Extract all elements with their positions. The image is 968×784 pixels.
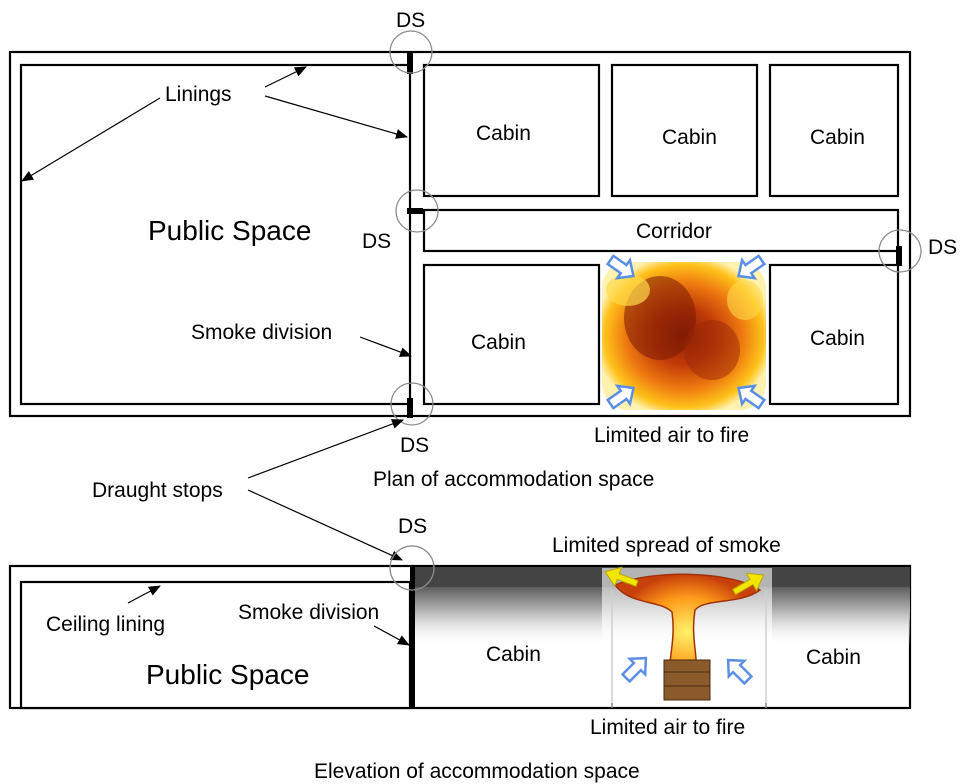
plan-caption: Plan of accommodation space [373, 468, 654, 491]
linings-arrow-left [21, 97, 161, 182]
ds-label-mid: DS [362, 230, 391, 253]
elevation-drawing: DS Limited spread of smoke Ceiling linin… [8, 515, 912, 783]
ds-marker-right [896, 246, 902, 266]
smoke-division-arrow-elevation [373, 625, 410, 646]
air-arrow-icon [605, 384, 635, 410]
elevation-air-arrows [620, 656, 754, 686]
linings-label: Linings [165, 83, 232, 106]
elevation-smoke-division-wall [410, 566, 415, 708]
plan-cabin-label: Cabin [476, 122, 531, 145]
plan-air-label: Limited air to fire [594, 424, 749, 447]
plan-cabin-label: Cabin [810, 126, 865, 149]
ds-marker-mid [407, 208, 423, 214]
ceiling-lining-arrow [127, 585, 161, 604]
ds-circle-elevation [389, 545, 435, 591]
plan-cabin-bottom-right [768, 263, 900, 406]
plan-cabin-top-2 [610, 63, 759, 198]
ds-circle-right [878, 229, 922, 273]
elevation-smoke-arrows [604, 566, 765, 596]
elevation-smoke-division-label: Smoke division [238, 601, 379, 624]
plan-cabin-top-1 [422, 63, 601, 198]
smoke-division-arrow-plan [359, 336, 412, 357]
air-arrow-icon [726, 658, 754, 686]
draught-stops-arrow-plan [247, 419, 404, 479]
air-arrow-icon [737, 254, 767, 280]
ds-label-right: DS [928, 236, 957, 259]
elevation-cabin-label: Cabin [486, 643, 541, 666]
smoke-arrow-icon [731, 572, 765, 596]
elevation-ceiling-lining-label: Ceiling lining [46, 613, 165, 636]
elevation-public-space-label: Public Space [146, 659, 309, 690]
plan-cabin-label: Cabin [471, 331, 526, 354]
elevation-air-label: Limited air to fire [590, 716, 745, 739]
smoke-arrow-icon [604, 566, 639, 588]
plan-fire [602, 262, 766, 410]
plan-public-space-label: Public Space [148, 215, 311, 246]
plan-smoke-division-label: Smoke division [191, 321, 332, 344]
ds-circle-mid [395, 189, 439, 233]
elevation-cabin-label: Cabin [806, 646, 861, 669]
linings-arrow-top [264, 66, 307, 88]
ds-marker-bottom [407, 398, 413, 418]
plan-public-space-lining [19, 63, 412, 406]
air-arrow-icon [620, 656, 648, 684]
draught-stops-label: Draught stops [92, 479, 223, 502]
plan-cabin-label: Cabin [810, 327, 865, 350]
elevation-smoke-label: Limited spread of smoke [552, 534, 781, 557]
ds-circle-bottom [390, 382, 434, 426]
plan-cabin-bottom-left [422, 263, 601, 406]
air-arrow-icon [737, 384, 767, 410]
draught-stops-callout: Draught stops [92, 419, 404, 561]
air-arrow-icon [605, 254, 635, 280]
elevation-public-space-lining [19, 580, 412, 710]
elevation-caption: Elevation of accommodation space [314, 760, 640, 783]
plan-drawing: DS DS DS DS Linings Public Space Smoke d… [8, 9, 957, 491]
plan-corridor-label: Corridor [636, 220, 712, 243]
plan-cabin-top-3 [768, 63, 900, 198]
linings-arrow-wall [264, 95, 408, 139]
plan-cabin-label: Cabin [662, 126, 717, 149]
draught-stops-arrow-elevation [247, 489, 403, 561]
ds-label-top: DS [396, 9, 425, 32]
ds-label-bottom: DS [400, 434, 429, 457]
ds-circle-top [389, 30, 433, 74]
ds-label-elevation: DS [398, 515, 427, 538]
plan-air-arrows [605, 254, 767, 410]
ds-marker-top [407, 52, 413, 74]
